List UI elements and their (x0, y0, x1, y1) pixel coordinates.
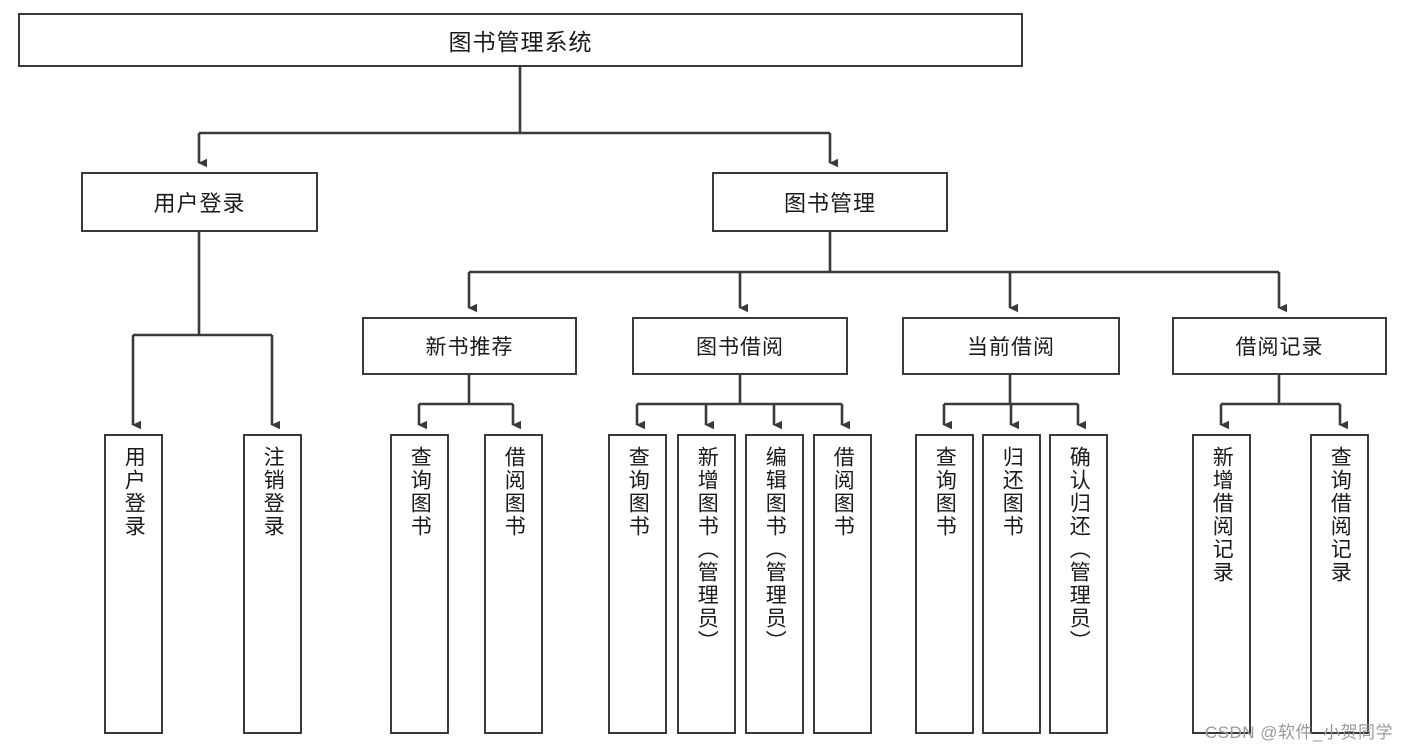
leaf-add-borrow-record[interactable]: 新增借阅记录 (1192, 434, 1251, 734)
node-label: 借阅图书 (831, 446, 855, 538)
leaf-query-book-borrow[interactable]: 查询图书 (608, 434, 667, 734)
node-label: 新增借阅记录 (1210, 446, 1234, 584)
node-label: 查询借阅记录 (1328, 446, 1352, 584)
node-label: 借阅图书 (502, 446, 526, 538)
node-label: 图书管理系统 (448, 29, 593, 55)
node-label: 用户登录 (122, 446, 146, 538)
node-label: 用户登录 (153, 191, 246, 216)
node-new-book-recommend[interactable]: 新书推荐 (362, 317, 577, 375)
leaf-query-borrow-record[interactable]: 查询借阅记录 (1310, 434, 1369, 734)
leaf-borrow-book-recommend[interactable]: 借阅图书 (484, 434, 543, 734)
node-borrow-record[interactable]: 借阅记录 (1172, 317, 1387, 375)
leaf-confirm-return-admin[interactable]: 确认归还（管理员） (1049, 434, 1108, 734)
node-label: 查询图书 (933, 446, 957, 538)
node-label: 查询图书 (408, 446, 432, 538)
node-label: 归还图书 (1000, 446, 1024, 538)
node-label: 当前借阅 (967, 336, 1055, 359)
leaf-query-book-recommend[interactable]: 查询图书 (390, 434, 449, 734)
leaf-borrow-book[interactable]: 借阅图书 (813, 434, 872, 734)
node-user-login[interactable]: 用户登录 (81, 172, 318, 232)
node-label: 确认归还（管理员） (1067, 446, 1091, 653)
node-label: 新书推荐 (425, 336, 514, 359)
node-label: 查询图书 (626, 446, 650, 538)
leaf-query-book-current[interactable]: 查询图书 (915, 434, 974, 734)
node-label: 注销登录 (261, 446, 285, 538)
node-label: 图书管理 (783, 191, 876, 216)
leaf-logout-login[interactable]: 注销登录 (243, 434, 302, 734)
leaf-edit-book-admin[interactable]: 编辑图书（管理员） (745, 434, 804, 734)
node-root-book-management-system[interactable]: 图书管理系统 (18, 13, 1023, 67)
leaf-return-book[interactable]: 归还图书 (982, 434, 1041, 734)
leaf-user-login[interactable]: 用户登录 (104, 434, 163, 734)
csdn-watermark: CSDN @软件_小贺同学 (1204, 723, 1393, 742)
node-label: 编辑图书（管理员） (763, 446, 787, 653)
node-current-borrow[interactable]: 当前借阅 (902, 317, 1120, 375)
leaf-add-book-admin[interactable]: 新增图书（管理员） (677, 434, 736, 734)
node-label: 借阅记录 (1235, 336, 1324, 359)
node-book-management[interactable]: 图书管理 (712, 172, 948, 232)
node-label: 图书借阅 (696, 336, 784, 359)
node-label: 新增图书（管理员） (695, 446, 719, 653)
node-book-borrow[interactable]: 图书借阅 (632, 317, 848, 375)
